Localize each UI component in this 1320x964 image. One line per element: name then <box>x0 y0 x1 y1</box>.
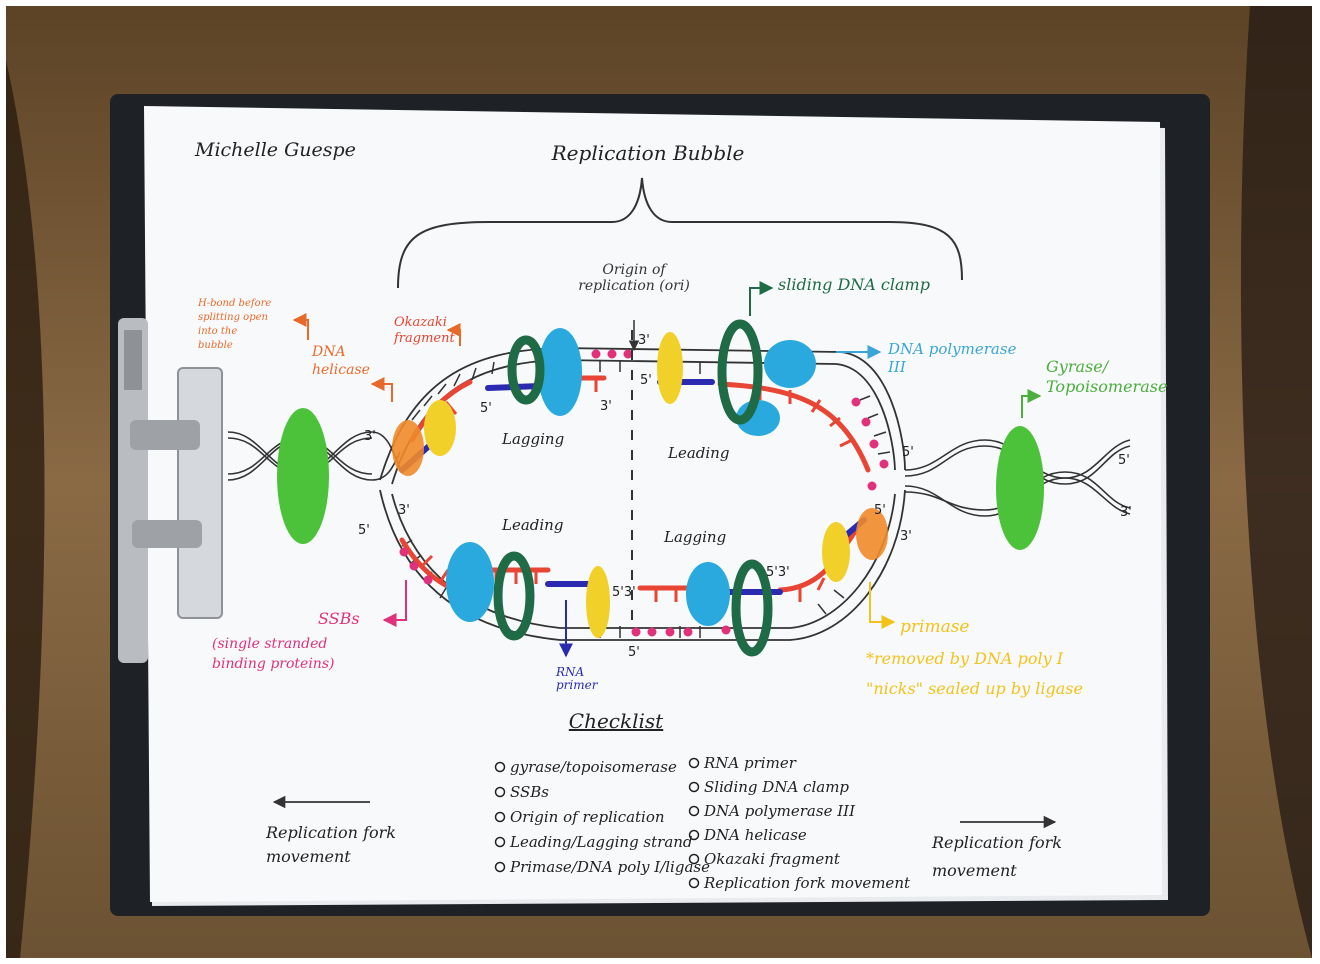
white-border-bottom <box>0 958 1320 964</box>
checklist-item: RNA primer <box>703 754 797 772</box>
author-signature: Michelle Guespe <box>194 139 356 161</box>
ori-text-line-0: Origin of <box>602 262 668 278</box>
ori-text-line-1: replication (ori) <box>578 278 690 294</box>
polymerase-top-left <box>538 328 582 416</box>
end-left-3b: 3' <box>398 503 410 518</box>
checklist-item: Origin of replication <box>510 808 665 826</box>
end-left-5: 5' <box>358 523 370 538</box>
forkr-text-line-1: movement <box>932 861 1017 880</box>
end-top-left-5: 5' <box>480 401 492 416</box>
end-far-right-5: 5' <box>1118 453 1130 468</box>
pol-text-line-1: III <box>887 358 907 376</box>
lagging-bottom-label: Lagging <box>663 528 726 546</box>
heln-text-line-3: bubble <box>198 340 233 351</box>
white-border-left <box>0 0 6 964</box>
primase-note-2: "nicks" sealed up by ligase <box>866 679 1083 698</box>
end-ori-5: 5' <box>640 373 652 388</box>
end-bottom-5: 5' <box>628 645 640 660</box>
white-border-top <box>0 0 1320 6</box>
oka-text-line-1: fragment <box>393 331 455 346</box>
checklist-item: Okazaki fragment <box>704 850 841 868</box>
lagging-top-label: Lagging <box>501 430 564 448</box>
white-border-right <box>1312 0 1320 964</box>
end-bottom-53: 5'3' <box>612 585 636 600</box>
primase-label: primase <box>900 617 970 637</box>
forkl-text-line-0: Replication fork <box>265 823 396 842</box>
checklist-item: Sliding DNA clamp <box>704 778 849 796</box>
end-ori-3: 3' <box>638 333 650 348</box>
rna-text-line-1: primer <box>556 678 599 692</box>
checklist-item: Leading/Lagging strand <box>509 833 693 851</box>
primase-top-left <box>424 400 456 456</box>
polymerase-top-right <box>764 340 816 388</box>
forkr-text-line-0: Replication fork <box>931 833 1062 852</box>
end-right-5: 5' <box>902 445 914 460</box>
diagram-title: Replication Bubble <box>551 141 745 165</box>
polymerase-bottom-left <box>446 542 494 622</box>
heln-text-line-2: into the <box>198 326 237 337</box>
primase-bottom-right <box>822 522 850 582</box>
ssbs-label: SSBs <box>318 609 360 628</box>
end-bottom-53b: 5'3' <box>766 565 790 580</box>
checklist-title: Checklist <box>569 709 664 733</box>
hel-text-line-0: DNA <box>311 344 346 360</box>
oka-text-line-0: Okazaki <box>394 315 447 330</box>
hel-text-line-1: helicase <box>312 362 370 378</box>
pol-text-line-0: DNA polymerase <box>887 340 1017 358</box>
polymerase-bottom-right <box>686 562 730 626</box>
end-far-right-3: 3' <box>1120 505 1132 520</box>
primase-top-mid <box>657 332 683 404</box>
end-right-5b: 5' <box>874 503 886 518</box>
checklist-item: SSBs <box>510 783 549 801</box>
checklist-item: DNA polymerase III <box>703 802 856 820</box>
checklist-item: Replication fork movement <box>703 874 911 892</box>
leading-top-label: Leading <box>667 444 729 462</box>
end-top-left-3: 3' <box>600 399 612 414</box>
rna-text-line-0: RNA <box>555 665 585 679</box>
checklist-item: Primase/DNA poly I/ligase <box>509 858 710 876</box>
heln-text-line-1: splitting open <box>198 312 268 323</box>
gyr-text-line-1: Topoisomerase <box>1046 377 1167 396</box>
heln-text-line-0: H-bond before <box>197 298 271 309</box>
leading-bottom-label: Leading <box>501 516 563 534</box>
checklist-item: gyrase/topoisomerase <box>510 758 677 776</box>
forkl-text-line-1: movement <box>266 847 351 866</box>
primase-note-1: *removed by DNA poly I <box>866 649 1064 668</box>
checklist-item: DNA helicase <box>703 826 807 844</box>
helicase-left <box>392 420 424 476</box>
gyrase-right <box>996 426 1044 550</box>
gyr-text-line-0: Gyrase/ <box>1046 357 1110 376</box>
ssbf-text-line-0: (single stranded <box>212 636 327 652</box>
gyrase-left <box>277 408 329 544</box>
sliding-clamp-label: sliding DNA clamp <box>778 275 930 294</box>
ssbf-text-line-1: binding proteins) <box>212 656 334 672</box>
end-right-3: 3' <box>900 529 912 544</box>
end-left-3: 3' <box>364 429 376 444</box>
primase-bottom-mid <box>586 566 610 638</box>
